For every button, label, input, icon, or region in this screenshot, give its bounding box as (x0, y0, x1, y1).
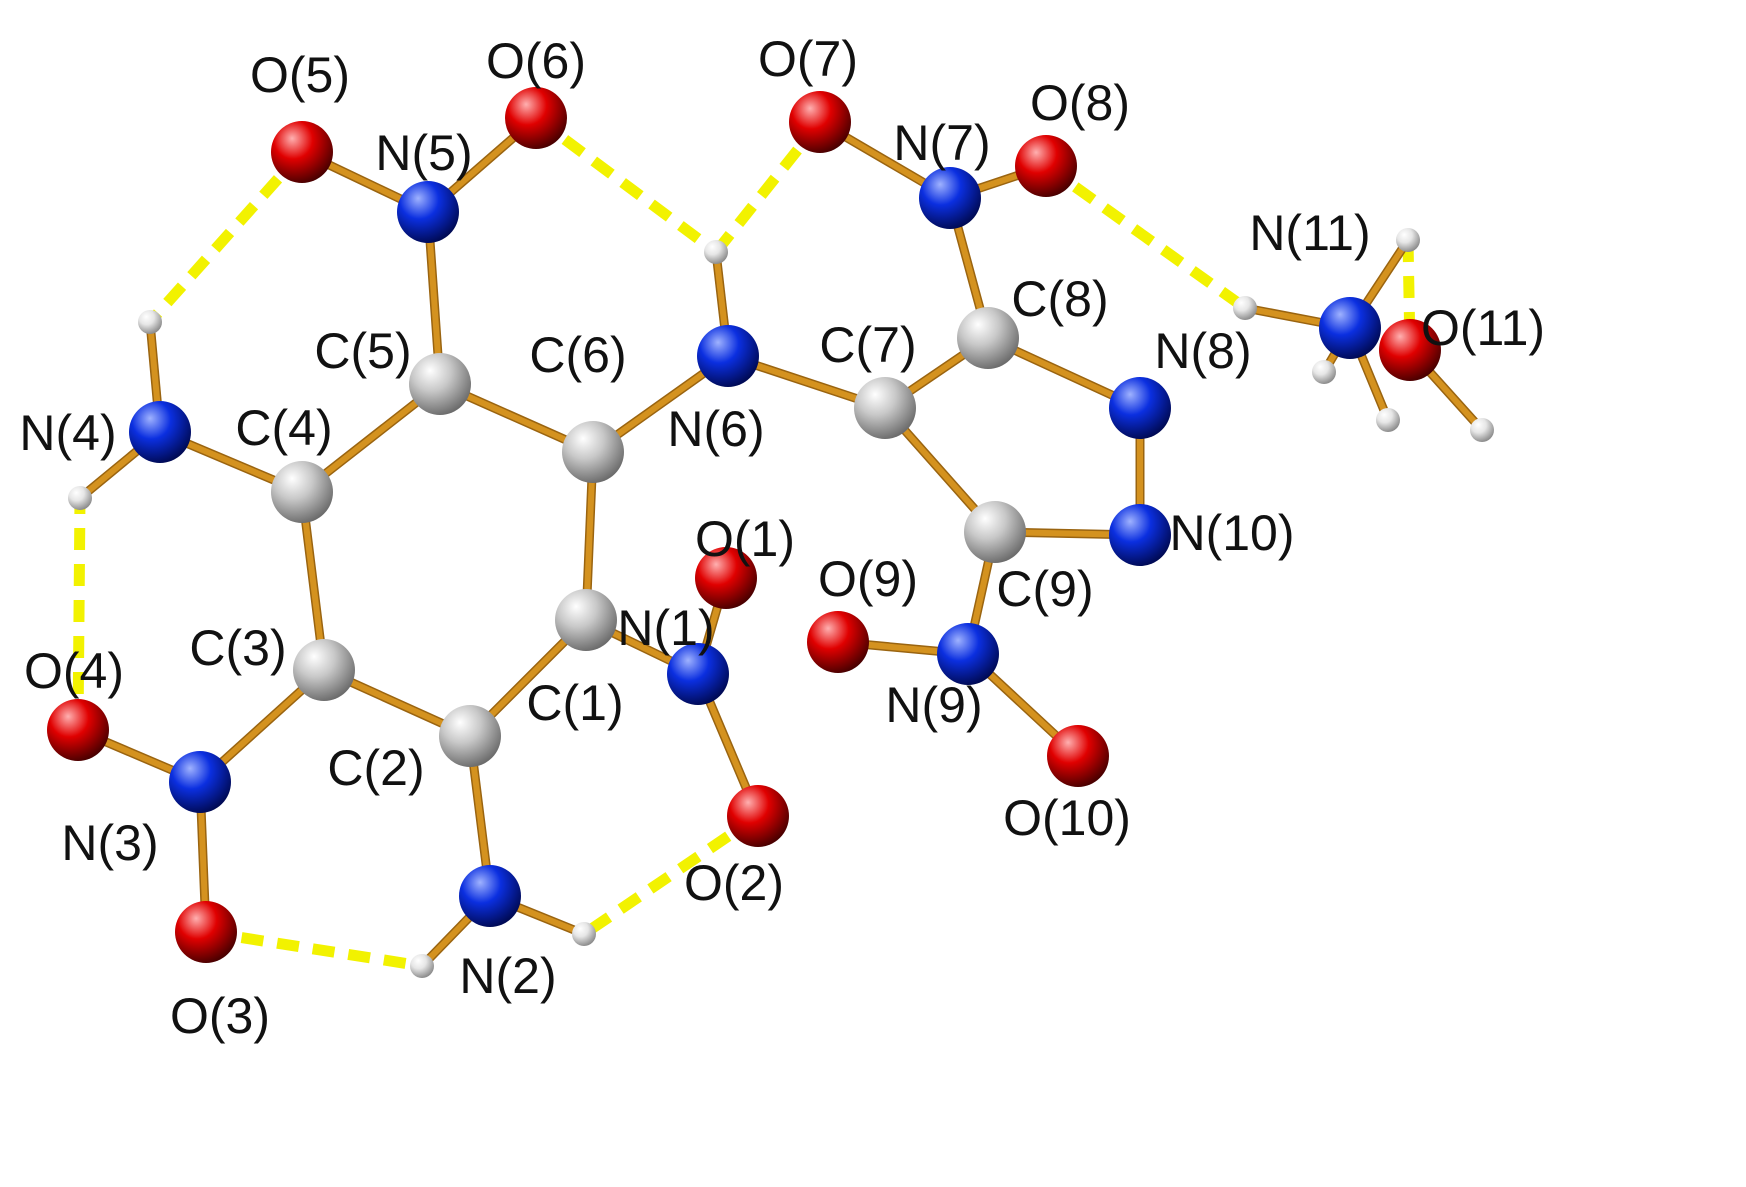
atom-label-c5: C(5) (314, 323, 411, 379)
atom-c1 (555, 589, 617, 651)
atom-h2b (572, 922, 596, 946)
atom-n5 (397, 181, 459, 243)
atom-label-n8: N(8) (1154, 323, 1251, 379)
hydrogen-bond-O7-H6 (711, 118, 825, 256)
atom-label-n6: N(6) (667, 401, 764, 457)
atom-label-o3: O(3) (170, 988, 270, 1044)
atom-o1 (695, 547, 757, 609)
atom-c4 (271, 461, 333, 523)
atom-o9 (807, 611, 869, 673)
atom-n10 (1109, 504, 1171, 566)
atom-label-o10: O(10) (1003, 790, 1131, 846)
atom-h6 (704, 240, 728, 264)
atom-label-c7: C(7) (819, 317, 916, 373)
atom-c2 (439, 705, 501, 767)
atom-h11b (1396, 228, 1420, 252)
atom-label-n2: N(2) (459, 948, 556, 1004)
atom-o10 (1047, 725, 1109, 787)
atom-n9 (937, 623, 999, 685)
atom-label-o4: O(4) (24, 643, 124, 699)
atom-label-n10: N(10) (1169, 505, 1294, 561)
atom-n3 (169, 751, 231, 813)
atom-label-o6: O(6) (486, 33, 586, 89)
atom-label-n1: N(1) (617, 600, 714, 656)
atom-o8 (1015, 135, 1077, 197)
atom-n1 (667, 643, 729, 705)
atom-label-n3: N(3) (61, 815, 158, 871)
atom-label-o9: O(9) (818, 551, 918, 607)
atom-n11 (1319, 297, 1381, 359)
hydrogen-bond-O4-H4b (72, 497, 86, 731)
atom-label-c4: C(4) (235, 400, 332, 456)
atom-o6 (505, 87, 567, 149)
atom-label-c3: C(3) (189, 620, 286, 676)
atom-h4a (138, 310, 162, 334)
atom-label-o2: O(2) (684, 855, 784, 911)
hydrogen-bond-O8-H11a (1042, 161, 1249, 313)
atom-label-n4: N(4) (19, 405, 116, 461)
atom-o11 (1379, 319, 1441, 381)
atom-c5 (409, 353, 471, 415)
atom-label-n5: N(5) (375, 125, 472, 181)
atom-label-n11: N(11) (1249, 205, 1370, 261)
atom-label-c6: C(6) (529, 327, 626, 383)
atom-label-c2: C(2) (327, 740, 424, 796)
hydrogen-bond-O6-H6 (532, 113, 720, 257)
atom-label-o7: O(7) (758, 31, 858, 87)
atom-ho11 (1470, 418, 1494, 442)
atom-c6 (562, 421, 624, 483)
atom-label-c8: C(8) (1011, 271, 1108, 327)
atom-h2a (410, 954, 434, 978)
hydrogen-bond-O5-H4a (145, 148, 307, 326)
atom-c9 (964, 501, 1026, 563)
hydrogen-bond-O3-H2a (205, 926, 423, 972)
atom-h4b (68, 486, 92, 510)
atom-h11d (1376, 408, 1400, 432)
atom-c8 (957, 307, 1019, 369)
hydrogen-bond-layer (72, 113, 1416, 972)
atom-label-c1: C(1) (526, 675, 623, 731)
atom-c3 (293, 639, 355, 701)
atom-n8 (1109, 377, 1171, 439)
atom-n6 (697, 325, 759, 387)
atom-o5 (271, 121, 333, 183)
atom-n2 (459, 865, 521, 927)
atom-o4 (47, 699, 109, 761)
atom-h11c (1312, 360, 1336, 384)
atom-label-n7: N(7) (893, 115, 990, 171)
atom-o3 (175, 901, 237, 963)
atom-label-n9: N(9) (885, 677, 982, 733)
atom-c7 (854, 377, 916, 439)
label-layer: O(5) O(6)N(5) O(7) N(7) O(8) N(11) O(11) C(5) C(… (19, 31, 1545, 1044)
atom-label-c9: C(9) (996, 561, 1093, 617)
atom-label-o5: O(5) (250, 47, 350, 103)
atom-label-o11: O(11) (1421, 300, 1545, 356)
atom-o7 (789, 91, 851, 153)
atom-label-o1: O(1) (695, 511, 795, 567)
atom-n4 (129, 401, 191, 463)
atom-o2 (727, 785, 789, 847)
atom-layer (47, 87, 1494, 978)
atom-n7 (919, 167, 981, 229)
atom-h11a (1233, 296, 1257, 320)
atom-label-o8: O(8) (1030, 75, 1130, 131)
